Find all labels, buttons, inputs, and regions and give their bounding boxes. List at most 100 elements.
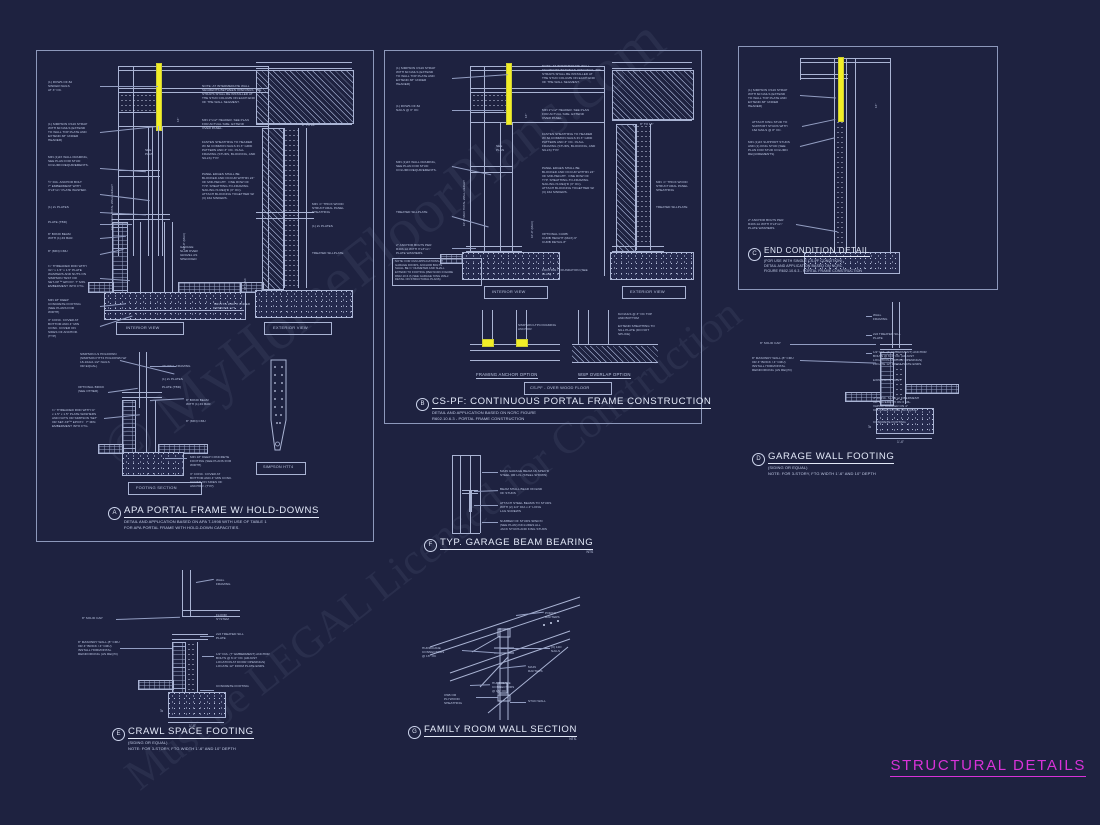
detail-d-dim-width: 1'-4" [897, 440, 904, 444]
detail-b-note-left-0: (1) SIMPSON CS16 STRAP WITH 8d NAILS (EX… [396, 66, 436, 87]
detail-d-note-right-2: 1/2" DIA. (7" EMBEDMENT) ANCHOR BOLTS @ … [873, 350, 927, 367]
detail-a-ftg-note-6: 8" BOND BEAM WITH (1) #4 BAR. [186, 398, 212, 407]
detail-b-note-left-1: (1) ROWS OF 8d NAILS @ 3" OC [396, 104, 421, 113]
detail-d-title-block: D GARAGE WALL FOOTING (SIDING OR EQUAL) … [752, 452, 895, 477]
detail-b-floor-tag: CS-PF - OVER WOOD FLOOR [530, 385, 590, 390]
detail-a-note-left-1: (1) SIMPSON CS16 STRAP WITH 8d NAILS (EX… [48, 122, 88, 143]
detail-a-ftg-note-5: PLATE (TBD) [162, 385, 182, 389]
detail-b-view-interior: INTERIOR VIEW [492, 289, 526, 294]
detail-a-note-right-4: MIN ⅞" THICK WOOD STRUCTURAL PANEL SHEAT… [312, 202, 344, 215]
detail-a-dim-wallheight: 10'-0" MAX TOTAL WALL HEIGHT [110, 184, 114, 230]
detail-g-note-4: HURRICANE CONNECTORS @ 16" OC [492, 681, 515, 694]
detail-b-title-block: B CS-PF: CONTINUOUS PORTAL FRAME CONSTRU… [416, 396, 712, 422]
detail-e-note-right-4: CONCRETE FOOTING [216, 684, 249, 688]
detail-a-view-exterior: EXTERIOR VIEW [273, 325, 308, 330]
detail-f-title: TYP. GARAGE BEAM BEARING [440, 537, 594, 550]
detail-a-bubble: A [108, 506, 121, 520]
simpson-htt4-tag: SIMPSON HTT4 [263, 465, 294, 469]
detail-b-subtitle: DETAIL AND APPLICATION BASED ON NCRC FIG… [432, 410, 537, 421]
detail-a-ftg-note-1: OPTIONAL BRICK (SEE OTHER) [78, 385, 105, 394]
detail-b-dim-16: 16" [524, 113, 528, 118]
detail-d-subtitle: (SIDING OR EQUAL) NOTE: FOR 3-STORY, FTG… [768, 465, 876, 476]
framing-anchor-highlight-2 [516, 339, 528, 347]
detail-b-view-exterior: EXTERIOR VIEW [630, 289, 665, 294]
detail-a-ftg-note-8: MIN 18" DEEP CONCRETE FOOTING (SEE PLANS… [190, 455, 232, 468]
detail-d-note-left-0: 8" SOLID CAP [760, 341, 781, 345]
detail-f-note-0: MAIN GARAGE BEAM AS SPEC'D STEEL OR LVL … [500, 469, 550, 478]
detail-a-ftg-note-9: 3" CONC. COVER AT BOTTOM AND 4" MIN CONC… [190, 472, 233, 489]
detail-g-note-6: OSB OR PLYWOOD SHEATHING [444, 693, 463, 706]
framing-anchor-highlight-1 [482, 339, 494, 347]
detail-c-dim-16: 16" [874, 103, 878, 108]
cs16-strap-highlight-a [156, 63, 162, 131]
detail-b-note-right-8: 8" TO 18" [640, 122, 654, 126]
detail-a-note-left-4: (1) 2x PLATES [48, 205, 69, 209]
detail-a-note-right-2: FASTEN SHEATHING TO HEADER W/ 8d COMMON … [202, 140, 256, 161]
sheet-title: STRUCTURAL DETAILS [890, 757, 1086, 777]
simpson-htt4-icon [270, 359, 287, 451]
detail-e-note-right-2: 2x6 TREATED SILL PLATE [216, 632, 244, 641]
detail-b-option-note-2: EXTEND SHEATHING TO SILL PLATE (DO NOT S… [618, 324, 655, 337]
detail-c-note-2: MIN (1)2X SUPPORT STUDS AND (1) KING STU… [748, 140, 790, 157]
detail-a-note-left-6: 8" BOND BEAM WITH (1) #4 BAR. [48, 232, 74, 241]
detail-a-dim-16: 16" [176, 117, 180, 122]
detail-b-note-left-4: 2" ANCHOR BOLTS PER R403.1A WITH 3"x3"x¼… [396, 243, 432, 256]
detail-e-note-left-0: 8" SOLID CAP [82, 616, 103, 620]
detail-a-subtitle: DETAIL AND APPLICATION BASED ON APA T-19… [124, 519, 267, 530]
detail-g-note-1: (3) 12D NAILS [551, 645, 562, 654]
detail-c-note-3: 2" ANCHOR BOLTS PER R403.1A WITH 3"x3"x¼… [748, 218, 784, 231]
detail-a-dim-18max: 18" MAX [243, 278, 247, 290]
detail-e-note-right-3: 1/2" DIA. (7" EMBEDMENT) ANCHOR BOLTS @ … [216, 652, 270, 669]
detail-a-note-right-7: 8" TO 18" [302, 123, 316, 127]
detail-c-subtitle: (FOR USE WITH SINGLE CS-PF CONDITION) DE… [764, 258, 863, 274]
detail-d-note-left-1: 8" MASONRY WALL (8" CMU OR 4" BRICK / 4"… [752, 356, 794, 373]
detail-f-note-3: NUMBER OF STUDS SPEC'D (SEE PLAN) INCLUD… [500, 519, 548, 532]
detail-a-dim-max: 10'-0" (MAX) [182, 233, 186, 250]
detail-a-note-right-1: MIN 2"x12" HEADER. SEE PLAN FOR ACTUAL S… [202, 118, 249, 131]
detail-b-cmu-note-box [392, 258, 482, 286]
detail-a-dim-seeplan: SEE PLAN [145, 148, 154, 157]
detail-a-title-block: A APA PORTAL FRAME W/ HOLD-DOWNS DETAIL … [108, 506, 319, 531]
detail-c-note-0: (1) SIMPSON CS16 STRAP WITH 8d NAILS (EX… [748, 88, 788, 109]
detail-f-bubble: F [424, 538, 437, 552]
detail-b-title: CS-PF: CONTINUOUS PORTAL FRAME CONSTRUCT… [432, 396, 712, 409]
detail-b-note-right-4: MIN ⅞" THICK WOOD STRUCTURAL PANEL SHEAT… [656, 180, 688, 193]
detail-c-bubble: C [748, 247, 761, 261]
detail-d-note-right-5: CONCRETE FOOTING [873, 420, 906, 424]
detail-e-subtitle: (SIDING OR EQUAL) NOTE: FOR 3-STORY, FTG… [128, 740, 236, 751]
detail-g-note-3: HURRICANE CONNECTORS @ 16" OC [422, 646, 445, 659]
detail-a-note-left-5: PLATE (TBD) [48, 220, 68, 224]
detail-b-note-left-5: NOTE: FOR CMU APPLICATIONS AT GARAGE DOO… [395, 259, 454, 282]
detail-g-note-5: STUD WALL [528, 699, 546, 703]
detail-a-note-left-2: MIN (1)2X WALL FRAMING, SEE PLAN FOR STU… [48, 155, 89, 168]
detail-a-note-left-9: MIN 18" DEEP CONCRETE FOOTING (SEE PLANS… [48, 298, 81, 315]
detail-a-frame [36, 50, 374, 542]
detail-b-note-right-5: TREATED SILLPLATE [656, 205, 688, 209]
detail-g-note-0: PORCH RAFTERS [545, 611, 560, 620]
detail-b-dim-seeplan: SEE PLAN [496, 144, 505, 153]
detail-b-note-left-2: MIN (1)2X WALL FRAMING, SEE PLAN FOR STU… [396, 160, 437, 173]
detail-f-nts: NTS [586, 549, 594, 554]
detail-e-title-block: E CRAWL SPACE FOOTING (SIDING OR EQUAL) … [112, 727, 254, 752]
detail-d-bubble: D [752, 452, 765, 466]
detail-e-note-left-1: 8" MASONRY WALL (8" CMU OR 4" BRICK / 4"… [78, 640, 120, 657]
detail-e-title: CRAWL SPACE FOOTING [128, 726, 254, 739]
detail-a-ftg-note-2: ¾" THREADED ROD WITH ⅜" x 1.5" x 1.5" PL… [52, 408, 98, 429]
detail-c-frame [738, 46, 998, 290]
detail-g-note-2: MAIN RAFTERS [528, 665, 543, 674]
detail-a-note-left-0: (1) ROWS OF 8d SINKER NAILS AT 3" OC. [48, 80, 73, 93]
detail-b-note-right-0: NOTE: AT INTERMEDIATE WALL SEGMENTS BETW… [542, 64, 602, 85]
detail-b-note-left-3: TREATED SILLPLATE [396, 210, 428, 214]
cs16-strap-highlight-c [838, 57, 844, 122]
detail-a-note-right-5: (1) 2x PLATES [312, 224, 333, 228]
cs16-strap-highlight-b [506, 63, 512, 125]
detail-f-title-block: F TYP. GARAGE BEAM BEARING NTS [424, 537, 594, 554]
detail-a-garage-note: GARAGE SLAB OVER GRAVEL AS SPECIFIED [180, 245, 198, 262]
detail-a-ftg-note-7: 8" (MIN) CMU [186, 419, 206, 423]
detail-b-option-note-0: SIMPSON LTP4 FRAMING ANCHOR [518, 323, 557, 332]
detail-b-frame [384, 50, 702, 424]
detail-b-bubble: B [416, 397, 429, 411]
detail-a-ftg-note-4: (1) 2x PLATES [162, 377, 183, 381]
detail-d-note-right-3: EXPANSION JOINT [873, 378, 902, 382]
detail-a-note-left-8: ¾" THREADED ROD WITH 3¼" x 1.5" x 1.5" P… [48, 264, 87, 289]
